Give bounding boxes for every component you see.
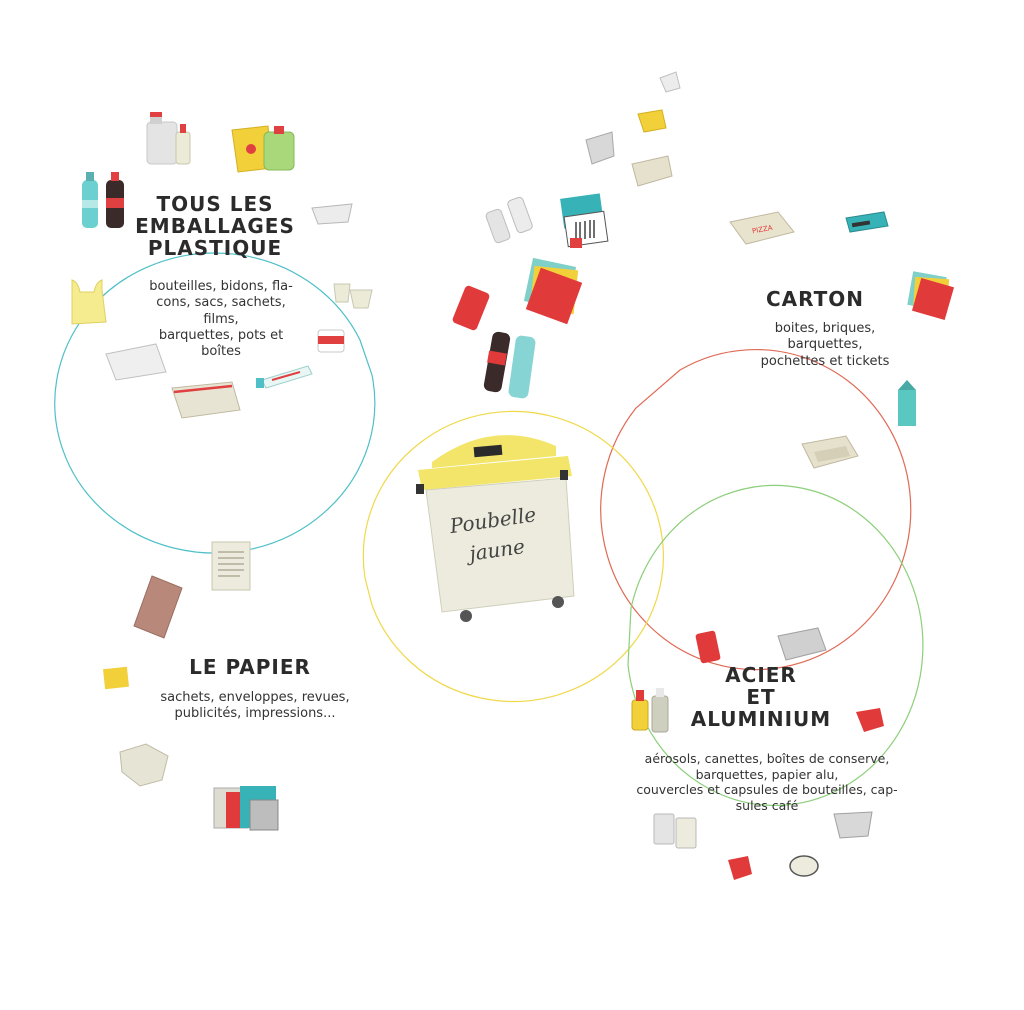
plastique-description: bouteilles, bidons, fla- cons, sacs, sac… bbox=[126, 279, 316, 360]
plastique-title-line-2: EMBALLAGES bbox=[135, 214, 295, 238]
carton-title: CARTON bbox=[740, 288, 890, 310]
milk-carton-icon bbox=[898, 380, 916, 426]
plastique-title-line-3: PLASTIQUE bbox=[147, 236, 283, 260]
plastic-jar-icon bbox=[317, 329, 345, 353]
plastique-desc-line-2: cons, sacs, sachets, bbox=[156, 295, 286, 311]
metal-desc-line-2: barquettes, papier alu, bbox=[695, 766, 839, 782]
plastic-bag-icon bbox=[71, 279, 107, 325]
falling-soda-bottle-icon bbox=[483, 331, 511, 393]
plastique-desc-line-3: films, bbox=[203, 311, 239, 327]
metal-desc-line-4: sules café bbox=[735, 797, 799, 813]
yellow-bin bbox=[416, 435, 575, 622]
aluminium-tray-icon bbox=[833, 811, 873, 839]
carton-desc-line-3: pochettes et tickets bbox=[760, 353, 890, 369]
plastique-desc-line-5: boîtes bbox=[201, 344, 241, 359]
falling-cup-icon bbox=[659, 71, 681, 93]
yogurt-pots-icon bbox=[333, 283, 373, 309]
zip-bag-icon bbox=[171, 381, 241, 419]
metal-desc-line-1: aérosols, canettes, boîtes de conserve, bbox=[644, 751, 890, 766]
falling-water-bottle-icon bbox=[508, 335, 536, 399]
document-icon bbox=[211, 541, 251, 591]
metal-can-icon bbox=[695, 630, 721, 664]
plastique-title-line-1: TOUS LES bbox=[156, 192, 274, 216]
food-cans-icon bbox=[653, 813, 697, 849]
crumpled-paper-icon bbox=[119, 743, 169, 787]
metal-desc-line-3: couvercles et capsules de bouteilles, ca… bbox=[636, 782, 898, 798]
aluminium-foil-icon bbox=[777, 627, 827, 661]
bubble-papier-outline bbox=[362, 410, 664, 703]
soda-bottle-icon bbox=[106, 172, 124, 228]
ticket-icon bbox=[845, 211, 889, 233]
metal-title-line-3: ALUMINIUM bbox=[690, 707, 832, 731]
coffee-capsule-icon bbox=[856, 708, 884, 732]
plastic-tray-icon bbox=[311, 203, 353, 225]
sticky-note-icon bbox=[103, 666, 129, 690]
carton-desc-line-2: barquettes, bbox=[787, 337, 863, 353]
papier-desc-line-2: publicités, impressions... bbox=[174, 706, 336, 722]
carton-title-line-1: CARTON bbox=[765, 287, 865, 311]
falling-soda-can-icon bbox=[452, 285, 490, 331]
metal-title-line-2: ET bbox=[746, 685, 776, 709]
papier-title-line-1: LE PAPIER bbox=[189, 655, 311, 679]
metal-title: ACIER ET ALUMINIUM bbox=[666, 664, 856, 730]
papier-desc-line-1: sachets, enveloppes, revues, bbox=[160, 690, 350, 705]
cardboard-box-icon bbox=[801, 435, 859, 469]
bottle-lid-icon bbox=[789, 855, 819, 877]
papier-description: sachets, enveloppes, revues, publicités,… bbox=[140, 690, 370, 723]
metal-description: aérosols, canettes, boîtes de conserve, … bbox=[612, 751, 922, 814]
coffee-capsule-2-icon bbox=[728, 856, 752, 880]
paper-bag-icon bbox=[133, 575, 183, 639]
plastique-desc-line-1: bouteilles, bidons, fla- bbox=[149, 279, 293, 294]
pizza-box-icon: PIZZA bbox=[729, 211, 795, 245]
film-roll-icon bbox=[105, 343, 167, 381]
falling-carton-tray-icon bbox=[631, 155, 673, 187]
magazines-icon bbox=[213, 786, 279, 831]
papier-title: LE PAPIER bbox=[160, 656, 340, 678]
falling-aerosol-cans-icon bbox=[485, 196, 533, 244]
falling-envelopes-icon bbox=[523, 257, 583, 325]
aerosol-icon bbox=[631, 688, 669, 733]
bubble-metal-outline bbox=[627, 484, 924, 807]
plastique-desc-line-4: barquettes, pots et bbox=[158, 327, 284, 343]
carton-desc-line-1: boites, briques, bbox=[774, 321, 876, 336]
svg-text:PIZZA: PIZZA bbox=[751, 224, 773, 236]
falling-ticket-stack-icon bbox=[560, 193, 609, 248]
bubble-carton-outline bbox=[600, 349, 912, 671]
bubble-plastique-outline bbox=[54, 252, 376, 554]
carton-envelopes-icon bbox=[907, 271, 955, 321]
falling-foil-cup-icon bbox=[585, 131, 615, 165]
falling-butter-pack-icon bbox=[637, 109, 667, 133]
pouch-icon bbox=[263, 126, 295, 171]
carton-description: boites, briques, barquettes, pochettes e… bbox=[740, 321, 910, 370]
toothpaste-tube-icon bbox=[256, 365, 313, 389]
metal-title-line-1: ACIER bbox=[725, 663, 797, 687]
plastique-title: TOUS LES EMBALLAGES PLASTIQUE bbox=[120, 193, 310, 259]
water-bottle-icon bbox=[82, 172, 98, 228]
plastic-bottle-icon bbox=[175, 124, 191, 165]
jerrycan-icon bbox=[146, 112, 178, 165]
